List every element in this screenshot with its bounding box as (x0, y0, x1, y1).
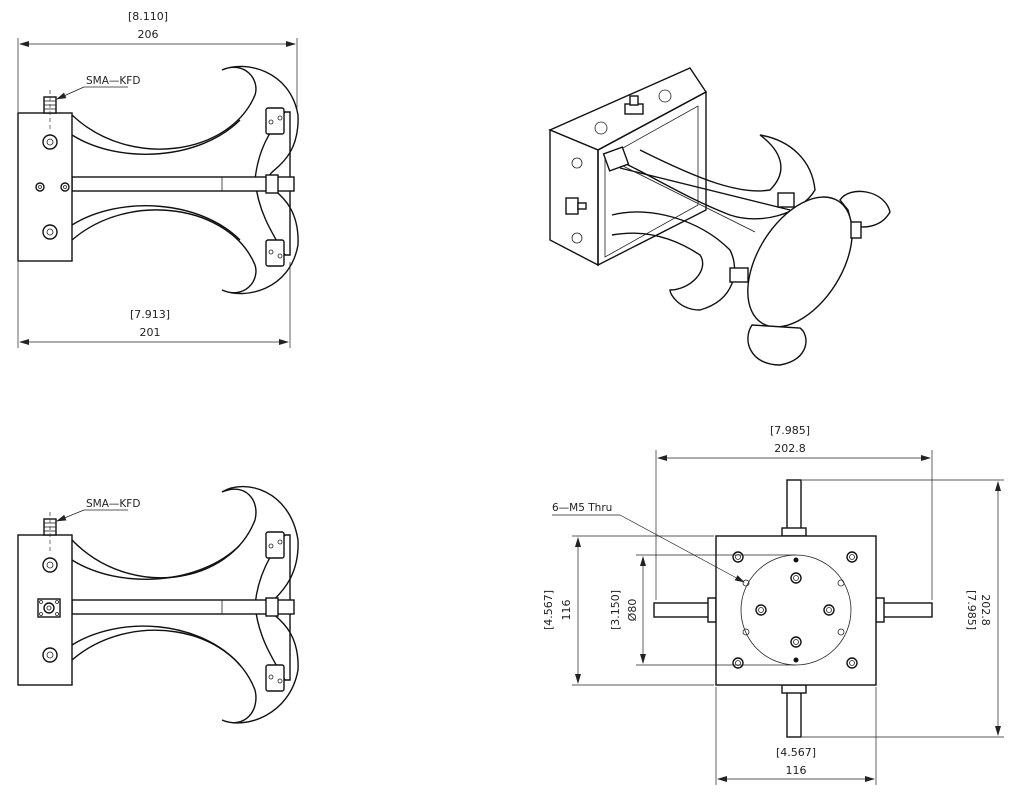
dim-overall-in: [8.110] (128, 10, 168, 23)
connector-label-top: SMA—KFD (86, 75, 140, 87)
dim-body-in: [7.913] (130, 308, 170, 321)
side-view-bottom: SMA—KFD (17, 485, 299, 724)
dim-plate-h-mm: 116 (786, 764, 807, 777)
dim-body-mm: 201 (140, 326, 161, 339)
arm-left (653, 602, 717, 618)
dim-bore-in: [3.150] (609, 590, 622, 630)
side-view-top: SMA—KFD [8.110] 206 [7.913] 201 (17, 10, 299, 348)
front-view: 6—M5 Thru [7.985] 202.8 [7.985] 202.8 [4… (542, 424, 1004, 785)
isometric-view (548, 67, 891, 366)
horn-flare-lower (71, 184, 299, 295)
connector-label-bottom: SMA—KFD (86, 498, 140, 510)
sma-flange (37, 598, 61, 618)
feed-rod (71, 176, 295, 192)
iso-sma-connector (624, 95, 644, 115)
sma-connector-bottom (43, 512, 57, 552)
dim-plate-h-in: [4.567] (776, 746, 816, 759)
iso-side-connector (565, 197, 587, 215)
dim-bore-mm: Ø80 (626, 599, 639, 622)
dim-overall-mm: 206 (138, 28, 159, 41)
dim-plate-v-mm: 116 (560, 600, 573, 621)
waveguide-body (17, 112, 73, 262)
horn-flare-upper (71, 65, 299, 176)
mount-bracket-upper (265, 107, 285, 135)
sma-connector-top (43, 90, 57, 130)
dim-span-h-in: [7.985] (770, 424, 810, 437)
hole-callout: 6—M5 Thru (552, 502, 612, 514)
dim-plate-v-in: [4.567] (542, 590, 555, 630)
mounting-holes (732, 551, 858, 669)
dim-span-h-mm: 202.8 (774, 442, 806, 455)
mount-bracket-lower (265, 239, 285, 267)
reflector-disk (747, 196, 853, 328)
dim-span-v-mm: 202.8 (979, 594, 992, 626)
dim-span-v-in: [7.985] (965, 590, 978, 630)
